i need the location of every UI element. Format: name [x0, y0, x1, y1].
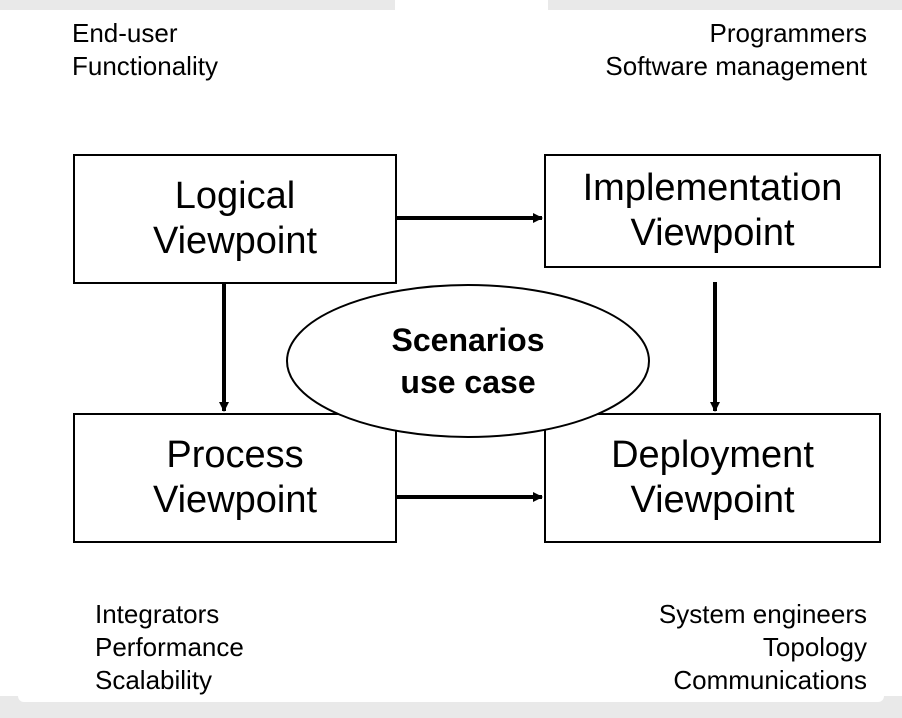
- stakeholder-label: Programmers: [709, 18, 867, 48]
- scenarios-ellipse: [286, 284, 650, 438]
- frame-band-top-right: [548, 0, 902, 10]
- stakeholder-label: End-user: [72, 18, 178, 48]
- view-name: Process: [166, 434, 304, 476]
- implementation-viewpoint-box: Implementation Viewpoint: [544, 154, 881, 268]
- frame-band-bottom-inner: [18, 696, 884, 702]
- concern-label: Performance: [95, 632, 244, 662]
- process-stakeholders: Integrators Performance Scalability: [95, 598, 244, 697]
- stakeholder-label: System engineers: [658, 599, 867, 629]
- view-name: Logical: [174, 175, 296, 217]
- concern-label: Software management: [605, 51, 867, 81]
- scenarios-label: Scenarios use case: [293, 316, 643, 406]
- view-suffix: Viewpoint: [630, 212, 795, 254]
- view-suffix: Viewpoint: [152, 220, 318, 262]
- concern-label: Topology: [762, 632, 867, 662]
- view-suffix: Viewpoint: [152, 479, 318, 521]
- view-name: Deployment: [611, 434, 814, 476]
- center-subtitle: use case: [400, 364, 536, 400]
- view-name: Implementation: [582, 167, 843, 209]
- logical-viewpoint-box: Logical Viewpoint: [73, 154, 397, 284]
- process-viewpoint-box: Process Viewpoint: [73, 413, 397, 543]
- deployment-stakeholders: System engineers Topology Communications: [659, 598, 867, 697]
- stakeholder-label: Integrators: [95, 599, 220, 629]
- center-title: Scenarios: [391, 322, 545, 358]
- concern-label: Scalability: [95, 665, 213, 695]
- frame-band-top-left: [0, 0, 395, 10]
- view-suffix: Viewpoint: [630, 479, 795, 521]
- concern-label: Communications: [673, 665, 867, 695]
- logical-stakeholders: End-user Functionality: [72, 17, 218, 83]
- implementation-stakeholders: Programmers Software management: [605, 17, 867, 83]
- deployment-viewpoint-box: Deployment Viewpoint: [544, 413, 881, 543]
- concern-label: Functionality: [72, 51, 218, 81]
